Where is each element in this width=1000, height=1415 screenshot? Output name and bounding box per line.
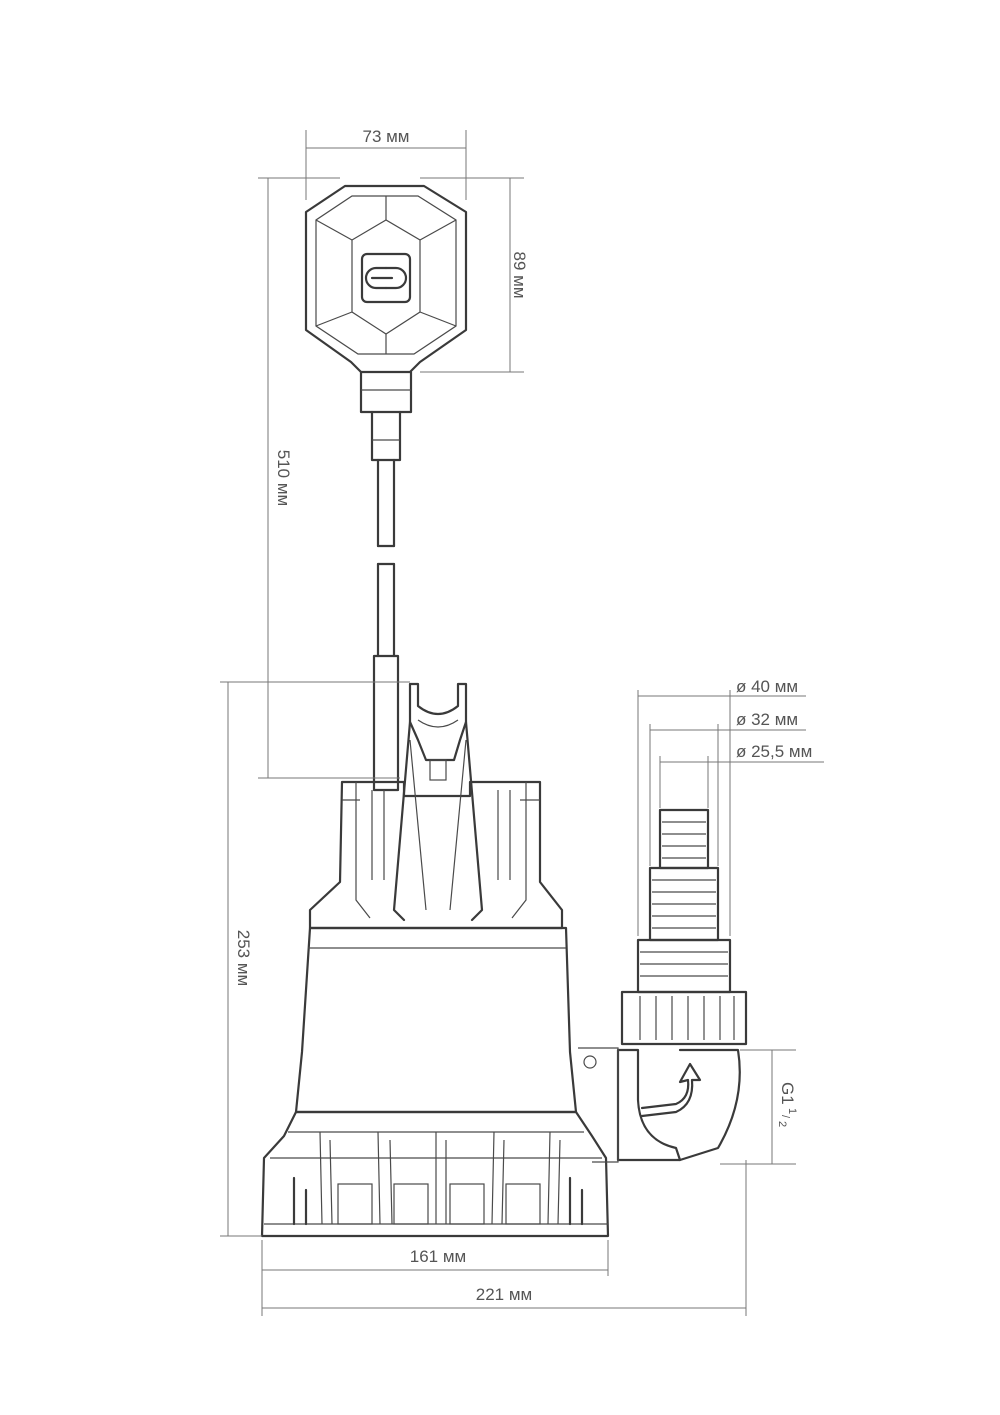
flow-arrow-icon — [640, 1062, 702, 1118]
thread-size-label: G1 1 / 2 — [776, 1082, 798, 1127]
outlet-diameter-32-label: ø 32 мм — [736, 710, 798, 729]
thread-main-label: G1 — [778, 1082, 797, 1105]
dimension-lines — [220, 130, 824, 1316]
float-switch — [304, 184, 468, 792]
pump-height-label: 253 мм — [234, 930, 253, 986]
cable-length-label: 510 мм — [274, 450, 293, 506]
thread-fraction-num: 1 — [786, 1108, 798, 1114]
outlet-diameter-25-label: ø 25,5 мм — [736, 742, 812, 761]
thread-fraction-den: 2 — [776, 1121, 788, 1127]
outlet-connector — [578, 808, 748, 1163]
pump-body — [260, 682, 610, 1238]
base-width-label: 161 мм — [410, 1247, 466, 1266]
float-height-label: 89 мм — [510, 251, 529, 298]
brand-logo-icon — [360, 252, 412, 304]
float-width-label: 73 мм — [362, 127, 409, 146]
thread-fraction-slash: / — [779, 1115, 791, 1119]
total-width-label: 221 мм — [476, 1285, 532, 1304]
outlet-diameter-40-label: ø 40 мм — [736, 677, 798, 696]
